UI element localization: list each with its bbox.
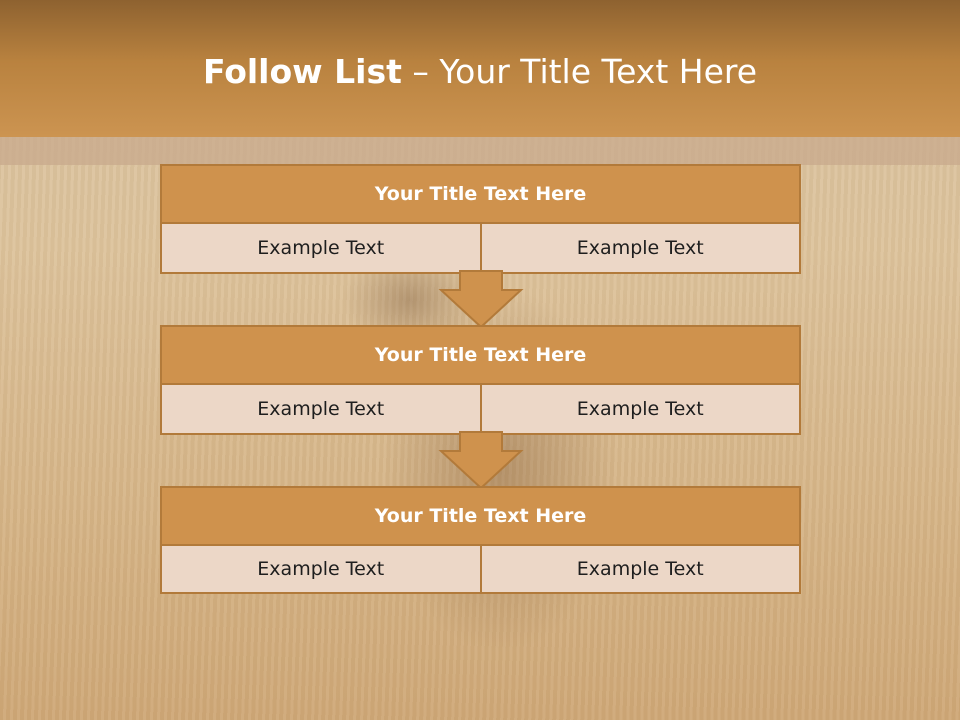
list-block-1: Your Title Text Here Example Text Exampl… [160,164,801,274]
block-cell-right: Example Text [576,237,704,259]
block-title: Your Title Text Here [162,488,799,546]
block-row: Example Text Example Text [162,224,799,272]
block-cell-left: Example Text [162,385,482,433]
title-bold: Follow List [202,52,402,91]
header-strip [0,137,960,165]
down-arrow-icon [438,431,524,489]
block-row: Example Text Example Text [162,385,799,433]
block-cell-left: Example Text [162,224,482,272]
down-arrow-icon [438,270,524,328]
block-row: Example Text Example Text [162,546,799,592]
list-block-3: Your Title Text Here Example Text Exampl… [160,486,801,594]
list-block-2: Your Title Text Here Example Text Exampl… [160,325,801,435]
block-cell-left: Example Text [162,546,482,592]
block-title: Your Title Text Here [162,327,799,385]
slide-title: Follow List – Your Title Text Here [0,52,960,91]
title-rest: – Your Title Text Here [401,52,758,91]
block-cell-right: Example Text [576,398,704,420]
header-bar [0,0,960,137]
block-cell-right: Example Text [576,558,704,580]
block-title: Your Title Text Here [162,166,799,224]
